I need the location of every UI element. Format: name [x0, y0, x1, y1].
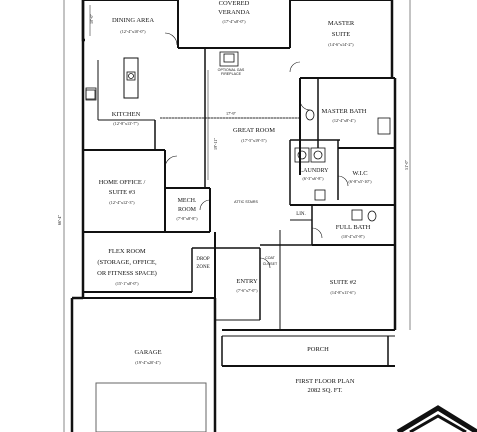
room-garage-dims: (19'-4"x20'-4"): [135, 360, 161, 365]
room-masterbath-name: MASTER BATH: [322, 108, 367, 115]
dim-10-0: 10'-0": [89, 14, 94, 24]
room-masterbath-dims: (12'-4"x8'-4"): [332, 118, 356, 123]
room-veranda-dims: (17'-4"x8'-0"): [222, 19, 246, 24]
room-dropzone-name-1: DROP: [196, 257, 210, 262]
room-office-dims: (12'-4"x12'-3"): [109, 200, 135, 205]
room-great-dims: (17'-5"x19'-5"): [241, 138, 267, 143]
room-veranda-name-1: COVERED: [219, 0, 250, 7]
dim-right-depth: 51'-0": [404, 160, 409, 170]
dim-overall-depth: 66'-4": [57, 215, 62, 225]
door-swings: [164, 32, 349, 269]
fixtures: [85, 51, 391, 222]
room-office-name-1: HOME OFFICE /: [99, 179, 146, 186]
room-porch-name: PORCH: [307, 346, 329, 353]
room-office-name-2: SUITE #3: [109, 189, 136, 196]
room-fullbath-dims: (10'-4"x5'-8"): [341, 234, 365, 239]
room-flex-name-3: OR FITNESS SPACE): [97, 270, 157, 277]
coat-closet-label-2: CLOSET: [263, 262, 278, 266]
linen-label: LIN.: [296, 212, 306, 217]
room-entry-name: ENTRY: [236, 278, 258, 285]
dim-17-9: 17'-9": [226, 111, 236, 116]
fireplace-label-1: OPTIONAL GAS: [218, 68, 245, 72]
room-great-name: GREAT ROOM: [233, 127, 275, 134]
room-laundry-name: LAUNDRY: [299, 168, 329, 174]
room-mech-name-2: ROOM: [178, 207, 197, 213]
room-kitchen-dims: (12'-8"x13'-7"): [113, 121, 139, 126]
room-laundry-dims: (6'-3"x6'-8"): [303, 176, 325, 181]
fireplace-label-2: FIREPLACE: [221, 72, 242, 76]
room-dining-name: DINING AREA: [112, 17, 154, 24]
coat-closet-label-1: COAT: [265, 256, 276, 260]
room-suite2-dims: (14'-8"x11'-6"): [330, 290, 356, 295]
room-master-dims: (14'-6"x14'-2"): [328, 42, 354, 47]
plan-title: FIRST FLOOR PLAN: [295, 378, 354, 385]
room-flex-dims: (15'-1"x8'-0"): [115, 281, 139, 286]
room-flex-name-1: FLEX ROOM: [108, 248, 146, 255]
room-veranda-name-2: VERANDA: [218, 9, 250, 16]
attic-stairs-label: ATTIC STAIRS: [234, 200, 258, 204]
walls: [70, 0, 397, 432]
room-wic-dims: (6'-8"x5'-10"): [348, 179, 372, 184]
room-mech-name-1: MECH.: [178, 198, 197, 204]
room-garage-name: GARAGE: [134, 349, 161, 356]
house-logo-icon: [396, 405, 477, 432]
room-entry-dims: (7'-6"x7'-0"): [237, 288, 259, 293]
dim-19-11: 19'-11": [213, 138, 218, 150]
dimension-lines: [63, 0, 411, 432]
room-wic-name: W.I.C: [352, 170, 367, 177]
plan-area: 2082 SQ. FT.: [308, 387, 343, 394]
room-flex-name-2: (STORAGE, OFFICE,: [97, 259, 157, 266]
room-suite2-name: SUITE #2: [330, 279, 357, 286]
room-dropzone-name-2: ZONE: [196, 265, 209, 270]
room-dining-dims: (12'-4"x10'-0"): [120, 29, 146, 34]
room-fullbath-name: FULL BATH: [336, 224, 371, 231]
room-master-name-2: SUITE: [332, 31, 350, 38]
room-kitchen-name: KITCHEN: [112, 111, 141, 118]
room-master-name-1: MASTER: [328, 20, 355, 27]
room-mech-dims: (7'-8"x8'-8"): [177, 216, 199, 221]
